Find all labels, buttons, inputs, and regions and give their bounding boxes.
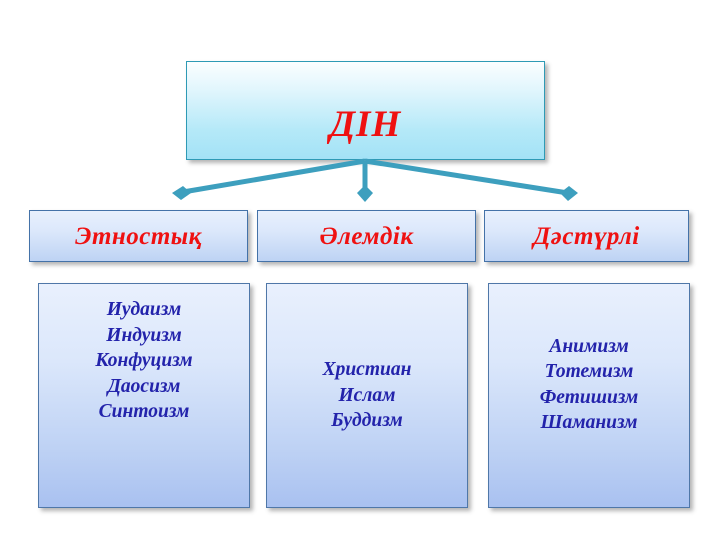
category-label-etnostyq: Этностық: [75, 222, 202, 250]
root-node-din: ДІН: [186, 61, 545, 160]
category-box-alemdik: Әлемдік: [257, 210, 476, 262]
connector-line-right: [364, 158, 569, 196]
items-list-etnostyq: Иудаизм Индуизм Конфуцизм Даосизм Синтои…: [95, 299, 193, 422]
connector-line-left: [182, 158, 366, 195]
connector-arrowhead-right: [560, 186, 578, 201]
items-box-alemdik: Христиан Ислам Буддизм: [266, 283, 468, 508]
items-list-alemdik: Христиан Ислам Буддизм: [322, 359, 412, 432]
connector-arrowhead-center: [357, 185, 373, 202]
root-node-label: ДІН: [329, 104, 402, 145]
items-box-dasturli: Анимизм Тотемизм Фетишизм Шаманизм: [488, 283, 690, 508]
category-label-dasturli: Дәстүрлі: [533, 222, 640, 250]
category-box-dasturli: Дәстүрлі: [484, 210, 689, 262]
items-box-etnostyq: Иудаизм Индуизм Конфуцизм Даосизм Синтои…: [38, 283, 250, 508]
items-list-dasturli: Анимизм Тотемизм Фетишизм Шаманизм: [539, 335, 639, 434]
connector-arrowhead-left: [172, 186, 191, 200]
category-label-alemdik: Әлемдік: [319, 222, 414, 250]
category-box-etnostyq: Этностық: [29, 210, 248, 262]
